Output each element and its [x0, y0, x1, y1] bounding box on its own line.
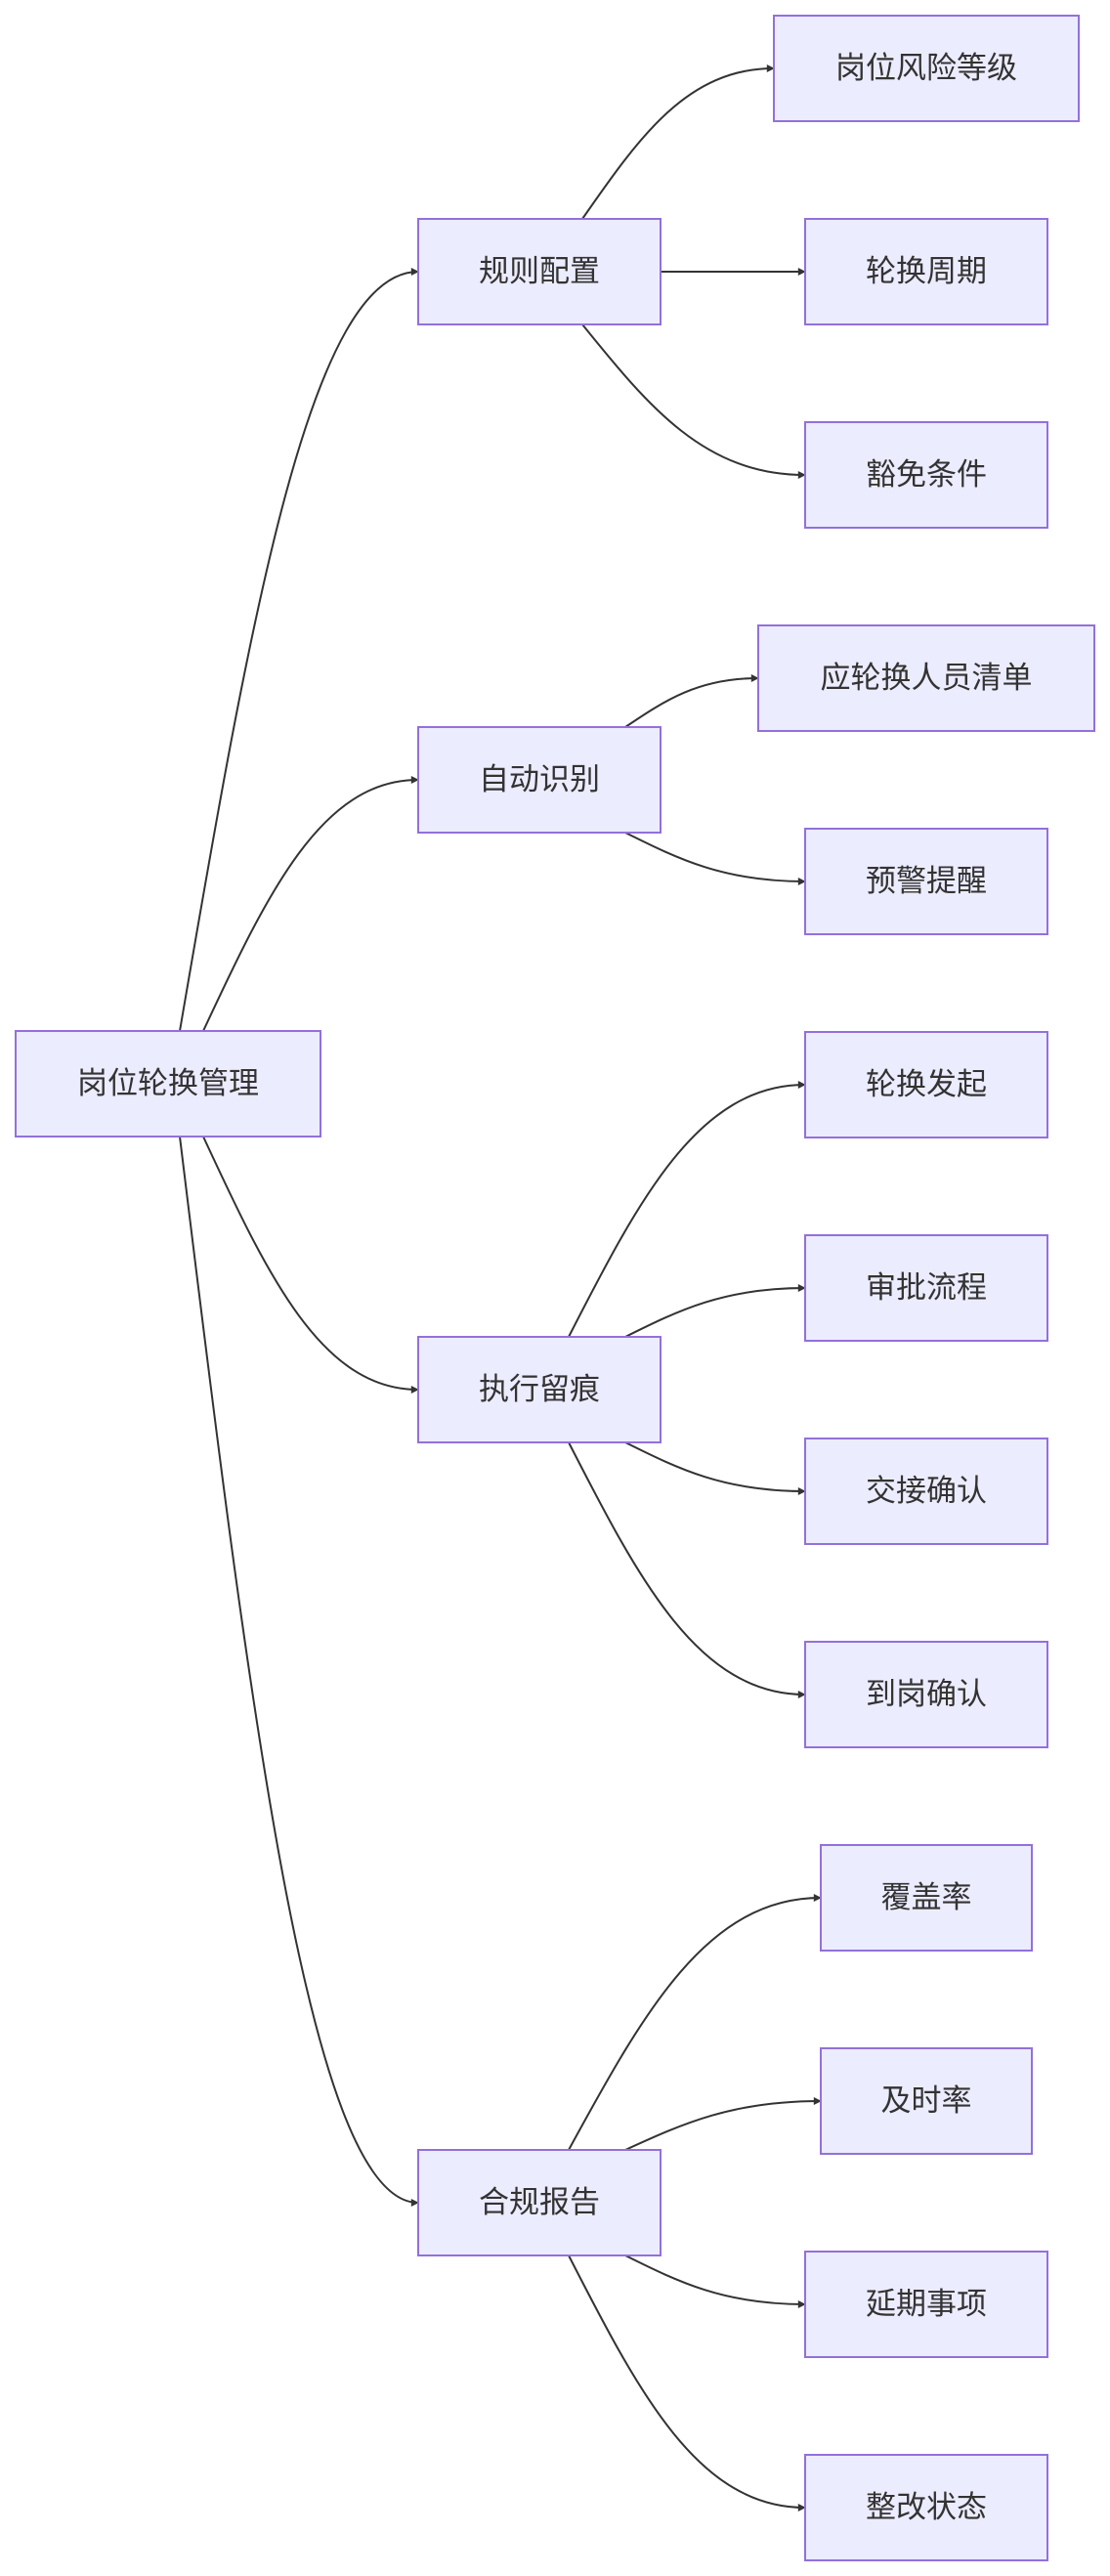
node-b4c2: 及时率 — [820, 2047, 1033, 2155]
edge-root-b1 — [179, 268, 419, 1032]
node-b3: 执行留痕 — [417, 1336, 662, 1443]
edge-root-b2 — [202, 776, 419, 1032]
edge-b1-b1c3 — [581, 323, 806, 479]
edge-b1-b1c1 — [581, 64, 775, 220]
node-root: 岗位轮换管理 — [15, 1030, 321, 1138]
node-b2c1: 应轮换人员清单 — [757, 624, 1095, 732]
node-label-b3: 执行留痕 — [479, 1372, 600, 1407]
node-label-b1c3: 豁免条件 — [866, 457, 987, 493]
edge-root-b4 — [179, 1136, 419, 2207]
node-b1c1: 岗位风险等级 — [773, 15, 1080, 122]
node-label-b4c3: 延期事项 — [866, 2287, 987, 2322]
node-box-b3c2 — [804, 1234, 1048, 1342]
edge-b4-b4c2 — [624, 2097, 822, 2151]
node-box-b3c4 — [804, 1641, 1048, 1748]
node-label-b1c1: 岗位风险等级 — [835, 51, 1017, 86]
node-b1c3: 豁免条件 — [804, 421, 1048, 529]
node-label-b1: 规则配置 — [479, 254, 600, 289]
node-label-b1c2: 轮换周期 — [866, 254, 987, 289]
node-label-b3c1: 轮换发起 — [866, 1067, 987, 1102]
node-box-b3c3 — [804, 1438, 1048, 1545]
node-b1: 规则配置 — [417, 218, 662, 325]
node-label-b3c4: 到岗确认 — [866, 1677, 987, 1712]
node-label-b4: 合规报告 — [479, 2185, 600, 2220]
node-box-b3c1 — [804, 1031, 1048, 1138]
edge-b3-b3c1 — [568, 1081, 806, 1338]
node-label-b2c2: 预警提醒 — [866, 864, 987, 899]
node-box-b2 — [417, 726, 662, 834]
node-box-b3 — [417, 1336, 662, 1443]
node-b4c4: 整改状态 — [804, 2454, 1048, 2561]
node-box-b2c2 — [804, 828, 1048, 935]
node-label-b4c4: 整改状态 — [866, 2490, 987, 2525]
node-b3c4: 到岗确认 — [804, 1641, 1048, 1748]
node-label-root: 岗位轮换管理 — [77, 1066, 259, 1101]
node-b2: 自动识别 — [417, 726, 662, 834]
node-box-b4c2 — [820, 2047, 1033, 2155]
node-box-b1 — [417, 218, 662, 325]
node-box-b1c2 — [804, 218, 1048, 325]
node-label-b4c2: 及时率 — [881, 2083, 972, 2119]
edge-b3-b3c2 — [624, 1284, 806, 1338]
node-box-b1c1 — [773, 15, 1080, 122]
edge-root-b3 — [202, 1136, 419, 1394]
edge-b2-b2c1 — [624, 674, 759, 728]
node-label-b4c1: 覆盖率 — [881, 1880, 972, 1915]
node-label-b3c3: 交接确认 — [866, 1474, 987, 1509]
edge-b4-b4c4 — [568, 2254, 806, 2512]
node-b3c3: 交接确认 — [804, 1438, 1048, 1545]
node-box-b4c4 — [804, 2454, 1048, 2561]
node-box-b4c1 — [820, 1844, 1033, 1952]
node-label-b2c1: 应轮换人员清单 — [821, 661, 1033, 696]
node-b4: 合规报告 — [417, 2149, 662, 2256]
node-box-b4 — [417, 2149, 662, 2256]
node-box-b2c1 — [757, 624, 1095, 732]
edge-b3-b3c3 — [624, 1441, 806, 1495]
node-b1c2: 轮换周期 — [804, 218, 1048, 325]
node-box-root — [15, 1030, 321, 1138]
node-b3c1: 轮换发起 — [804, 1031, 1048, 1138]
node-b4c3: 延期事项 — [804, 2251, 1048, 2358]
edge-b3-b3c4 — [568, 1441, 806, 1698]
node-b3c2: 审批流程 — [804, 1234, 1048, 1342]
edge-b4-b4c3 — [624, 2254, 806, 2308]
node-box-b4c3 — [804, 2251, 1048, 2358]
node-label-b3c2: 审批流程 — [866, 1270, 987, 1306]
node-label-b2: 自动识别 — [479, 762, 600, 797]
edge-b4-b4c1 — [568, 1894, 822, 2151]
edges-layer — [179, 64, 822, 2512]
edge-b2-b2c2 — [624, 832, 806, 885]
node-b2c2: 预警提醒 — [804, 828, 1048, 935]
node-b4c1: 覆盖率 — [820, 1844, 1033, 1952]
node-box-b1c3 — [804, 421, 1048, 529]
